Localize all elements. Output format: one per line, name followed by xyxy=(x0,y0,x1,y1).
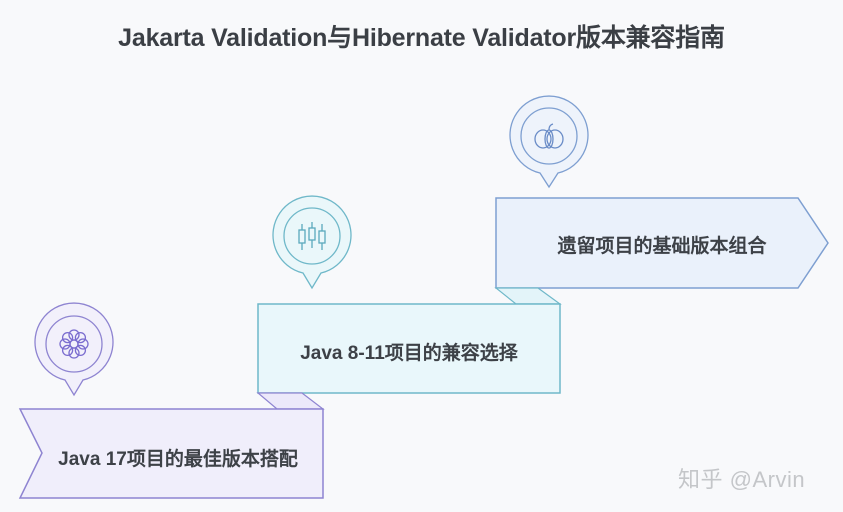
step-1-shape xyxy=(18,408,324,499)
candlestick-icon-pin xyxy=(272,195,352,290)
page-title: Jakarta Validation与Hibernate Validator版本… xyxy=(118,24,725,52)
candlestick-chart-icon xyxy=(298,222,326,250)
pumpkin-icon xyxy=(534,123,564,149)
step-3-shape xyxy=(494,197,829,305)
flower-icon-pin xyxy=(34,302,114,397)
flower-icon xyxy=(59,329,89,359)
watermark: 知乎 @Arvin xyxy=(678,467,806,492)
step-2-label: Java 8-11项目的兼容选择 xyxy=(300,343,518,364)
step-2-shape xyxy=(256,303,561,410)
step-1-label: Java 17项目的最佳版本搭配 xyxy=(58,449,298,470)
step-3-label: 遗留项目的基础版本组合 xyxy=(557,236,767,257)
pumpkin-icon-pin xyxy=(509,95,589,189)
